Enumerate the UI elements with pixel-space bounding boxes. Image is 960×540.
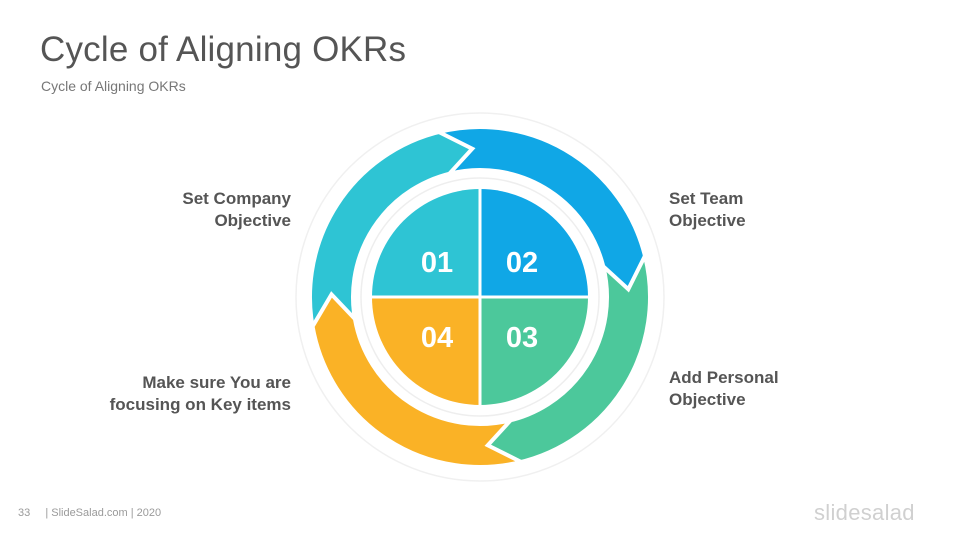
outer-ring-outline <box>295 112 665 482</box>
step-number-02: 02 <box>506 247 538 279</box>
step-label-02-line2: Objective <box>669 211 746 230</box>
step-label-03-line1: Add Personal <box>669 368 779 387</box>
step-label-02-line1: Set Team <box>669 189 744 208</box>
page-title: Cycle of Aligning OKRs <box>40 30 407 69</box>
step-label-02: Set Team Objective <box>669 188 746 232</box>
step-number-01: 01 <box>421 247 453 279</box>
page-number: 33 <box>18 507 31 519</box>
footer-credit: | SlideSalad.com | 2020 <box>45 507 162 519</box>
step-label-03-line2: Objective <box>669 390 746 409</box>
step-label-04: Make sure You are focusing on Key items <box>110 372 291 416</box>
center-quadrant-02 <box>480 189 588 297</box>
step-label-04-line2: focusing on Key items <box>109 395 291 414</box>
center-quadrant-01 <box>372 189 480 297</box>
cycle-arrow-04 <box>310 291 527 469</box>
brand-logo: slidesalad <box>814 500 915 525</box>
center-quadrant-04 <box>372 297 480 405</box>
step-label-04-line1: Make sure You are <box>142 373 291 392</box>
step-number-03: 03 <box>506 322 538 354</box>
step-label-01-line2: Objective <box>214 211 291 230</box>
page-subtitle: Cycle of Aligning OKRs <box>41 78 186 94</box>
center-quadrant-03 <box>480 297 588 405</box>
inner-ring-outline <box>360 177 600 417</box>
step-label-01-line1: Set Company <box>182 189 291 208</box>
footer: 33 | SlideSalad.com | 2020 <box>18 507 161 519</box>
step-label-03: Add Personal Objective <box>669 367 779 411</box>
step-label-01: Set Company Objective <box>182 188 291 232</box>
step-number-04: 04 <box>421 322 453 354</box>
